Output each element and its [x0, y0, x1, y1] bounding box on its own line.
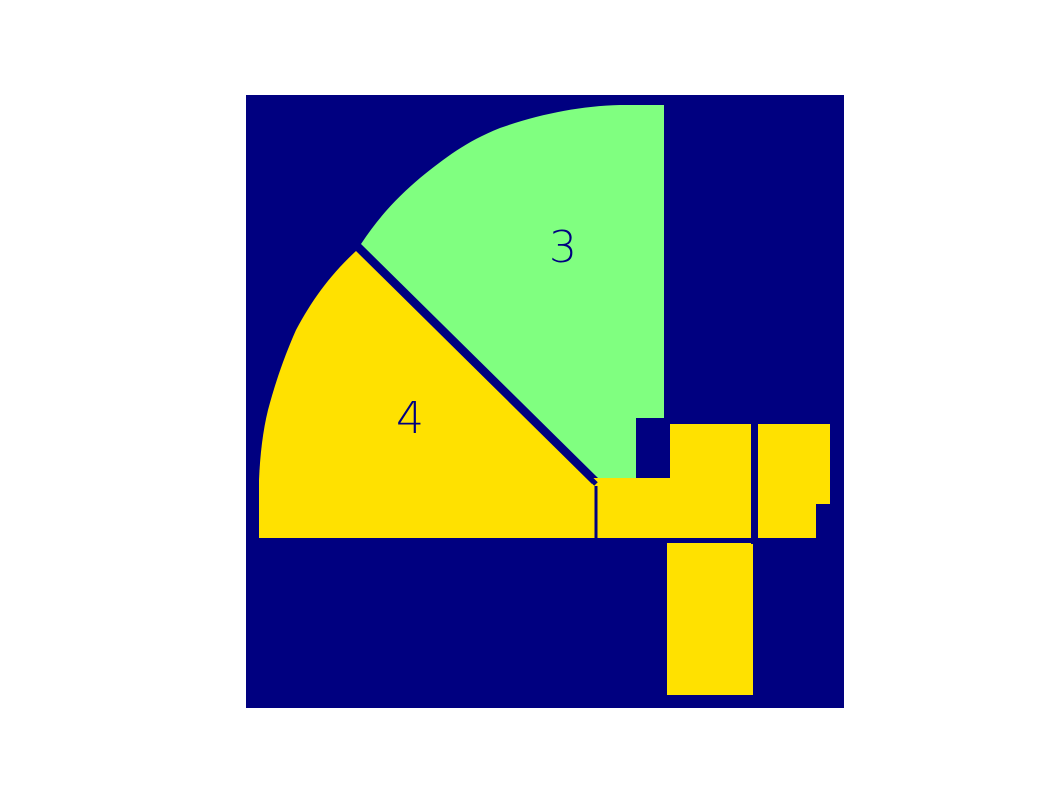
region-4-shapes	[259, 251, 830, 695]
region-4-connector	[592, 478, 670, 538]
region-divider-line	[356, 247, 598, 486]
region-4-block-top	[670, 424, 752, 538]
region-4-block-right-top	[758, 424, 830, 504]
region-4-label: 4	[396, 393, 424, 444]
region-3-label: 3	[549, 222, 577, 273]
region-4-stem	[667, 543, 753, 695]
region-4-wedge	[259, 251, 592, 538]
region-4-block-right-bottom	[758, 504, 816, 538]
region-3-wedge	[361, 105, 664, 478]
